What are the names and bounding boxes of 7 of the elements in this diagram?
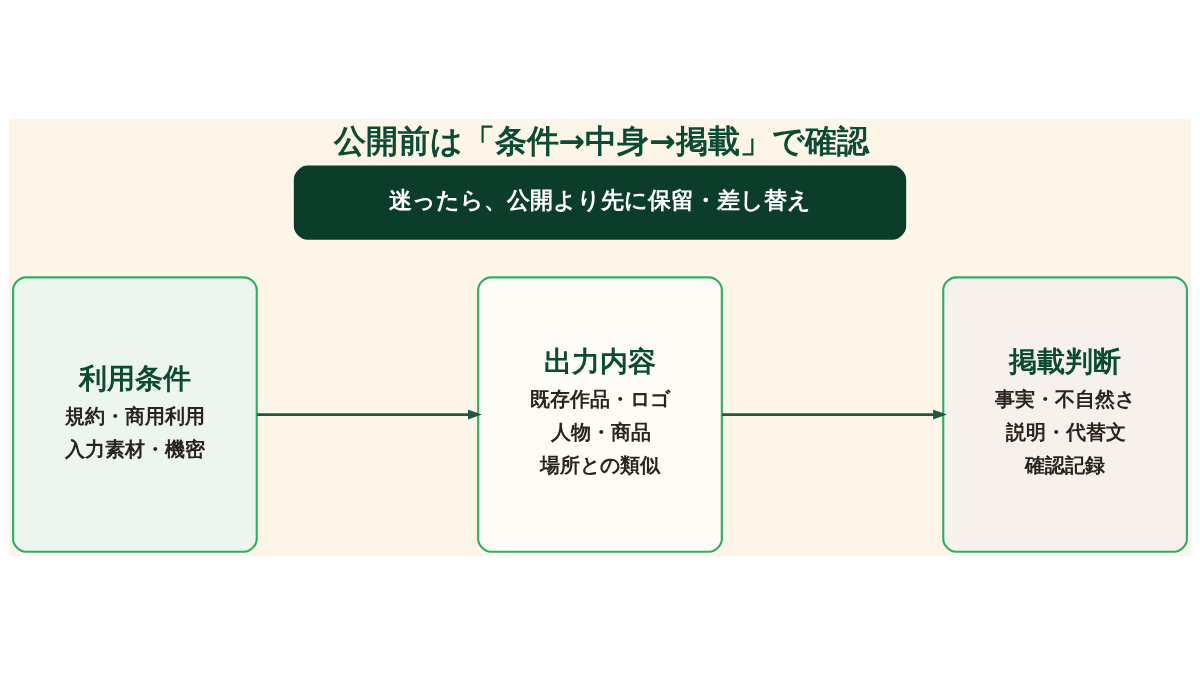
node-box: 利用条件 規約・商用利用 入力素材・機密 — [12, 276, 258, 553]
node-box: 出力内容 既存作品・ロゴ 人物・商品 場所との類似 — [477, 276, 723, 553]
diagram-title: 公開前は「条件→中身→掲載」で確認 — [333, 122, 869, 159]
node-box: 迷ったら、公開より先に保留・差し替え — [293, 165, 907, 240]
node-box: 掲載判断 事実・不自然さ 説明・代替文 確認記録 — [942, 276, 1188, 553]
arrow — [257, 409, 482, 420]
arrow — [722, 409, 947, 420]
